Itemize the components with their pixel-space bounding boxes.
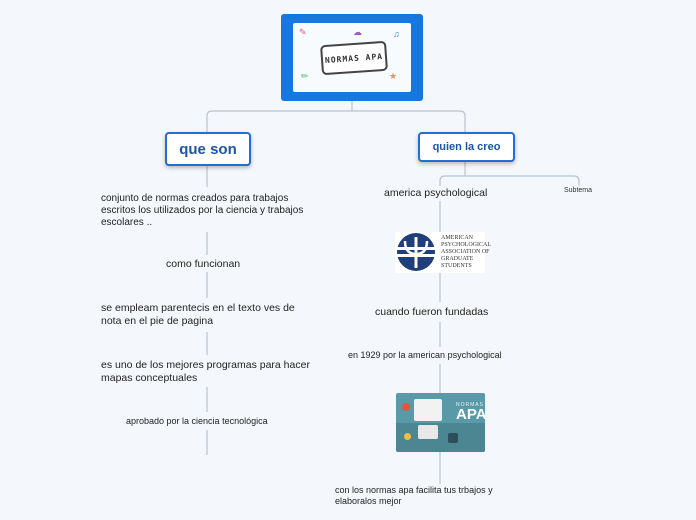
subtopic-parentecis[interactable]: se empleam parentecis en el texto ves de… — [101, 302, 295, 327]
subtopic-como-funcionan[interactable]: como funcionan — [166, 258, 241, 270]
phone-icon — [448, 433, 458, 443]
subtopic-conjunto-de-normas[interactable]: conjunto de normas creados para trabajos… — [101, 193, 304, 228]
coffee-icon — [402, 403, 410, 411]
apags-logo-image: AMERICAN PSYCHOLOGICAL ASSOCIATION OF GR… — [395, 232, 491, 273]
apags-logo-text: AMERICAN PSYCHOLOGICAL ASSOCIATION OF GR… — [441, 235, 492, 269]
normas-apa-label: NORMAS APA — [320, 40, 388, 76]
pencil-icon: ✏ — [301, 71, 309, 81]
laptop-icon — [418, 425, 438, 439]
subtema-node[interactable]: Subtema — [564, 187, 593, 194]
psi-logo-icon — [397, 233, 435, 271]
subtopic-facilita-trabajos[interactable]: con los normas apa facilita tus trbajos … — [335, 485, 493, 506]
subtopic-aprobado[interactable]: aprobado por la ciencia tecnológica — [126, 416, 268, 426]
apa-desk-image: NORMAS APA — [396, 393, 485, 452]
doodle-icon: ✎ — [299, 27, 307, 37]
music-note-icon: ♫ — [393, 29, 400, 39]
subtopic-cuando-fundadas[interactable]: cuando fueron fundadas — [375, 306, 489, 318]
subtopic-america-psychological[interactable]: america psychological — [384, 187, 488, 199]
normas-apa-image: ✎ ♫ ✏ ★ ☁ NORMAS APA — [293, 23, 411, 92]
subtopic-mejores-programas[interactable]: es uno de los mejores programas para hac… — [101, 359, 310, 384]
paper-icon — [414, 399, 442, 421]
apa-small-label: NORMAS — [456, 402, 484, 408]
star-icon: ★ — [389, 71, 398, 81]
topic-quien-la-creo[interactable]: quien la creo — [418, 132, 515, 162]
subtopic-en-1929[interactable]: en 1929 por la american psychological — [348, 350, 502, 360]
clock-icon — [404, 433, 411, 440]
cloud-icon: ☁ — [353, 27, 362, 37]
apa-big-label: APA — [456, 406, 485, 423]
topic-que-son[interactable]: que son — [165, 132, 251, 166]
root-node[interactable]: ✎ ♫ ✏ ★ ☁ NORMAS APA — [281, 14, 423, 101]
